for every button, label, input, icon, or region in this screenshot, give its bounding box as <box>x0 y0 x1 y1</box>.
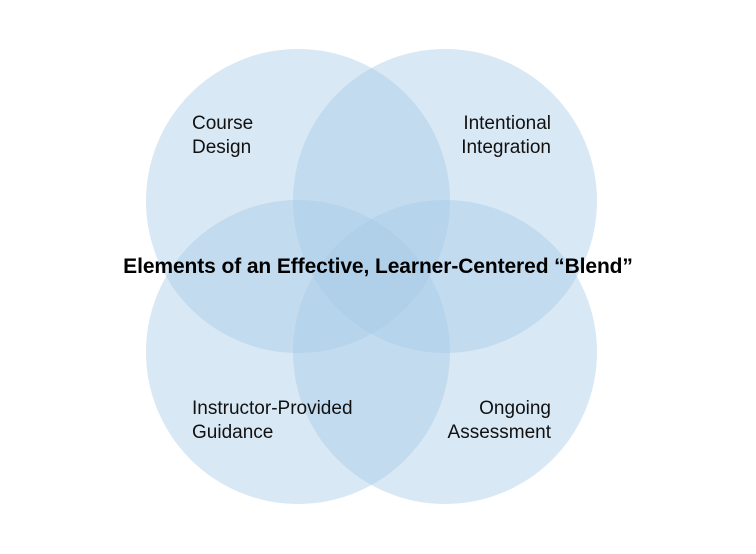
circle-instructor-provided-guidance <box>146 200 450 504</box>
diagram-title: Elements of an Effective, Learner-Center… <box>123 255 633 278</box>
circle-course-design <box>146 49 450 353</box>
label-ongoing-assessment: Ongoing Assessment <box>447 398 551 443</box>
label-instructor-provided-guidance: Instructor-Provided Guidance <box>192 398 353 443</box>
circle-intentional-integration <box>293 49 597 353</box>
circle-ongoing-assessment <box>293 200 597 504</box>
label-course-design: Course Design <box>192 113 254 158</box>
label-intentional-integration: Intentional Integration <box>461 113 551 158</box>
